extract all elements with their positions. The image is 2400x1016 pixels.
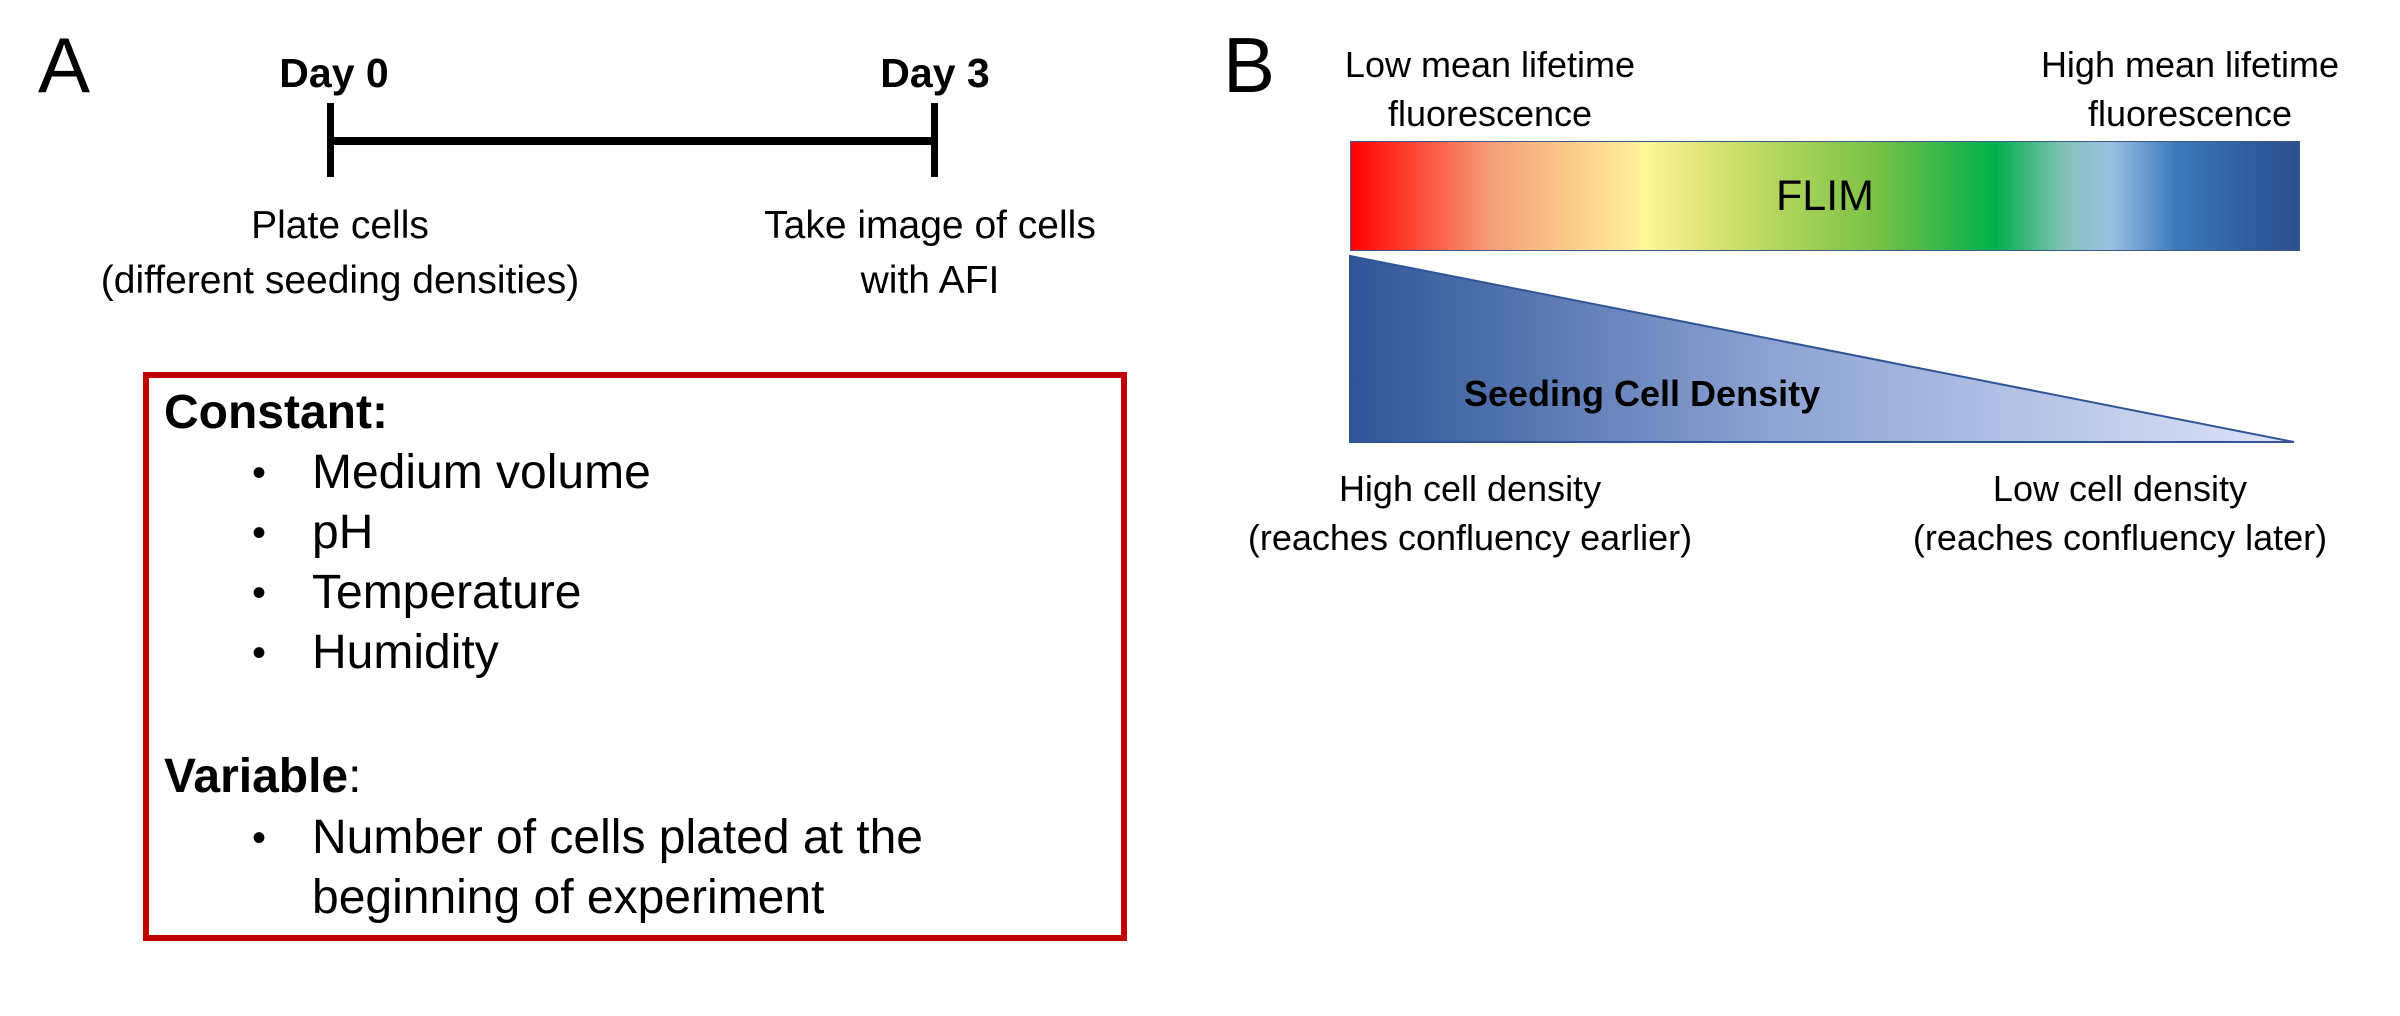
end-desc-line-1: Take image of cells bbox=[764, 204, 1096, 247]
constant-item: Temperature bbox=[312, 566, 582, 619]
variable-item-line: beginning of experiment bbox=[312, 871, 825, 924]
conditions-box bbox=[143, 372, 1127, 941]
seeding-density-label: Seeding Cell Density bbox=[1464, 373, 1821, 414]
triangle-shape bbox=[1349, 254, 2295, 443]
low-lifetime-label: Low mean lifetime fluorescence bbox=[1290, 40, 1690, 138]
constant-item: pH bbox=[312, 506, 374, 559]
bullet-icon: • bbox=[252, 511, 267, 555]
flim-label: FLIM bbox=[1776, 172, 1874, 220]
high-density-label: High cell density (reaches confluency ea… bbox=[1210, 464, 1730, 562]
low-density-line-1: Low cell density bbox=[1992, 468, 2248, 509]
timeline-axis bbox=[327, 137, 938, 145]
bullet-icon: • bbox=[252, 631, 267, 675]
panel-a-letter: A bbox=[38, 21, 91, 109]
start-desc-line-2: (different seeding densities) bbox=[100, 259, 580, 302]
high-lifetime-line-1: High mean lifetime bbox=[2040, 44, 2340, 85]
start-desc-line-1: Plate cells bbox=[251, 204, 429, 247]
constant-item: Humidity bbox=[312, 626, 499, 679]
constant-heading: Constant: bbox=[164, 386, 388, 439]
flim-gradient-bar bbox=[1350, 141, 2300, 251]
constant-item: Medium volume bbox=[312, 446, 651, 499]
panel-b-letter: B bbox=[1223, 21, 1276, 109]
bullet-icon: • bbox=[252, 451, 267, 495]
bullet-icon: • bbox=[252, 571, 267, 615]
timeline-end-description: Take image of cells with AFI bbox=[680, 198, 1180, 308]
timeline-start-label: Day 0 bbox=[279, 50, 389, 96]
variable-item-line: Number of cells plated at the bbox=[312, 811, 923, 864]
low-lifetime-line-1: Low mean lifetime bbox=[1344, 44, 1636, 85]
low-density-label: Low cell density (reaches confluency lat… bbox=[1860, 464, 2380, 562]
timeline-end-label: Day 3 bbox=[880, 50, 990, 96]
high-lifetime-line-2: fluorescence bbox=[2087, 93, 2293, 134]
high-lifetime-label: High mean lifetime fluorescence bbox=[1990, 40, 2390, 138]
variable-colon: : bbox=[348, 750, 362, 803]
high-density-line-1: High cell density bbox=[1338, 468, 1602, 509]
low-lifetime-line-2: fluorescence bbox=[1387, 93, 1593, 134]
low-density-line-2: (reaches confluency later) bbox=[1912, 517, 2328, 558]
end-desc-line-2: with AFI bbox=[860, 259, 1000, 302]
variable-heading-row: Variable: bbox=[164, 747, 361, 807]
timeline-start-description: Plate cells (different seeding densities… bbox=[30, 198, 650, 308]
high-density-line-2: (reaches confluency earlier) bbox=[1247, 517, 1693, 558]
bullet-icon: • bbox=[252, 816, 267, 860]
seeding-density-triangle bbox=[1349, 254, 2295, 443]
variable-heading: Variable bbox=[164, 750, 349, 803]
